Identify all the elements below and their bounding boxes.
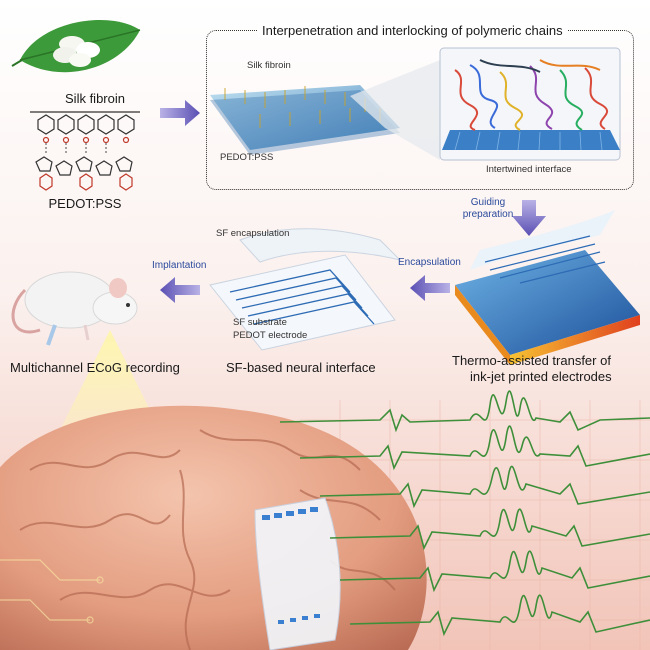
pedot-electrode-label: PEDOT electrode (233, 330, 308, 341)
arrow-guiding (512, 200, 546, 236)
sf-encapsulation-label: SF encapsulation (216, 228, 290, 239)
panel-pedot-label: PEDOT:PSS (220, 152, 274, 163)
implantation-label: Implantation (152, 260, 207, 271)
pedot-pss-label: PEDOT:PSS (48, 196, 122, 211)
arrow-implantation (160, 277, 200, 303)
thermo-plate (455, 210, 640, 365)
thermo-caption-1: Thermo-assisted transfer of (452, 353, 611, 368)
encapsulation-label: Encapsulation (398, 257, 461, 268)
intertwined-interface-label: Intertwined interface (486, 164, 572, 175)
rat (11, 271, 138, 346)
pedot-rings (35, 156, 133, 191)
pss-groups (42, 136, 130, 144)
sf-substrate-label: SF substrate (233, 317, 287, 328)
silk-film (210, 85, 400, 155)
thermo-caption-2: ink-jet printed electrodes (470, 369, 612, 384)
arrow-to-panel (160, 100, 200, 126)
silk-fibroin-label: Silk fibroin (65, 91, 125, 106)
panel-silk-fibroin-label: Silk fibroin (247, 60, 291, 71)
neural-device (209, 228, 402, 351)
guiding-label-1: Guiding (470, 197, 506, 208)
implanted-electrode (254, 497, 341, 650)
neural-interface-caption: SF-based neural interface (226, 360, 376, 375)
panel-title: Interpenetration and interlocking of pol… (258, 23, 567, 38)
chem-structure (30, 111, 140, 191)
pss-rings (30, 111, 140, 135)
ecog-traces (279, 390, 650, 637)
zoom-cone (350, 60, 440, 160)
intertwined-inset (439, 47, 621, 161)
leaf-cocoons (11, 20, 141, 73)
guiding-label-2: preparation (462, 209, 514, 220)
arrow-encapsulation (410, 275, 450, 301)
ecog-caption: Multichannel ECoG recording (10, 360, 180, 375)
